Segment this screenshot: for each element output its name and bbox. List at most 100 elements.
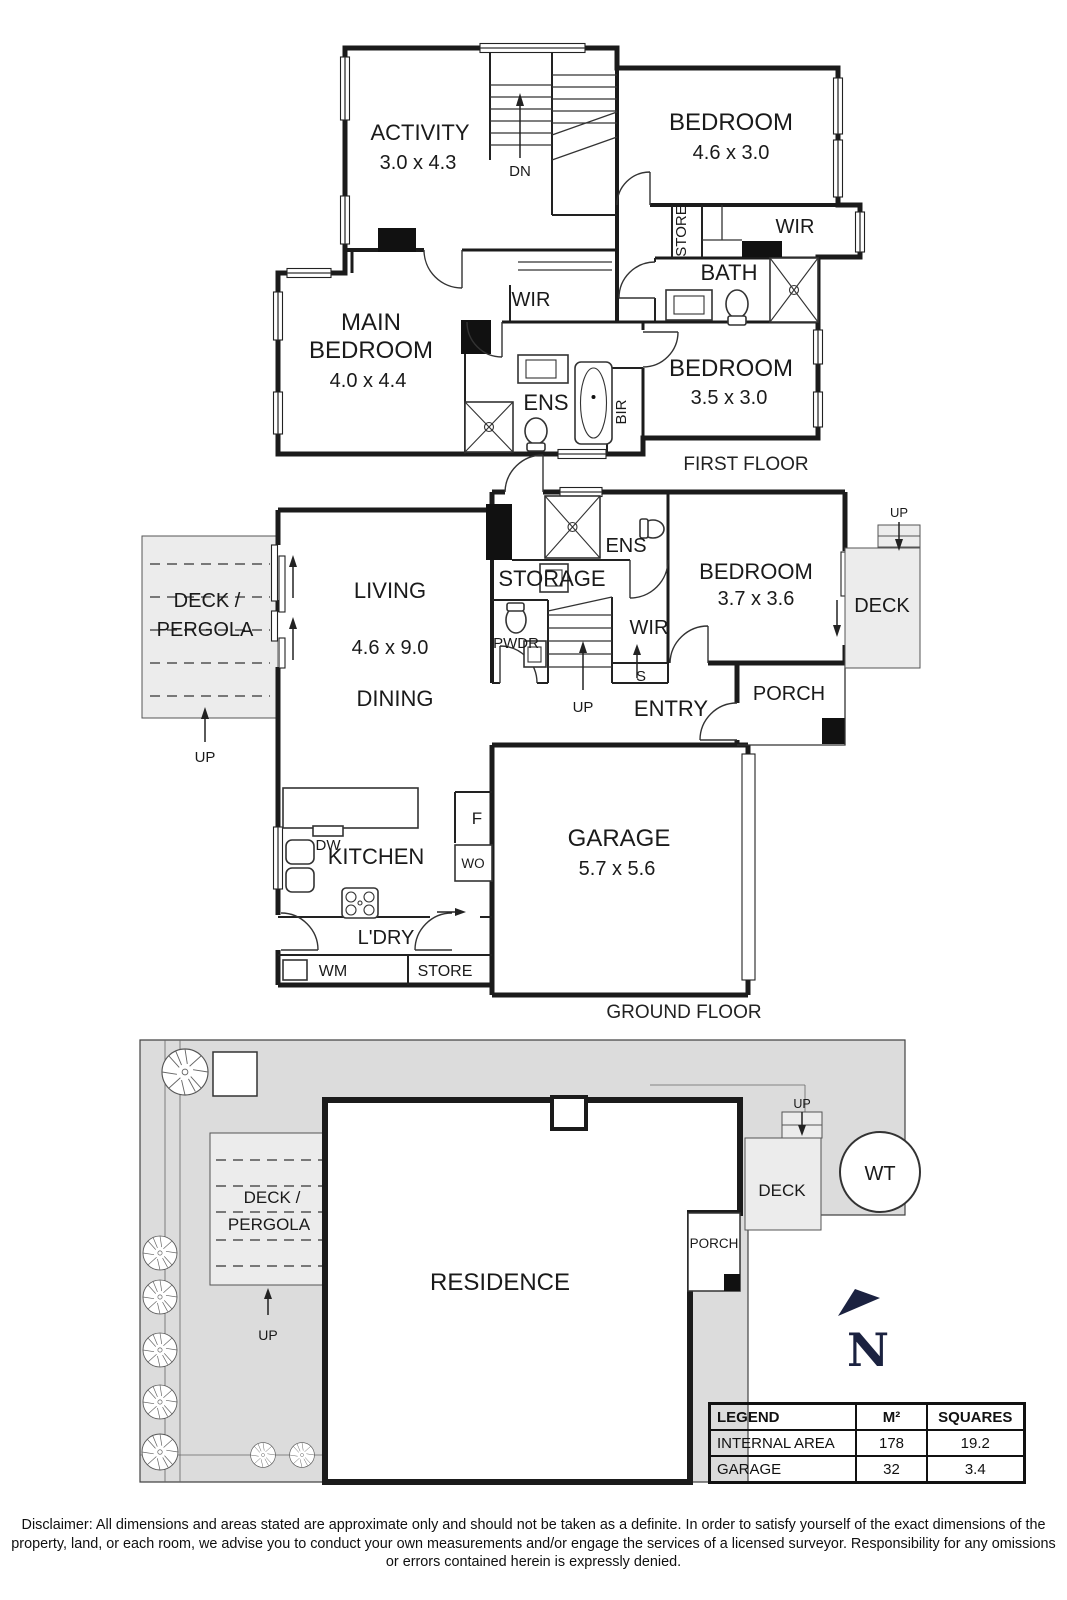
caption-first-floor: FIRST FLOOR bbox=[683, 454, 808, 475]
label-wo: WO bbox=[461, 856, 484, 871]
label-site-deck-up: UP bbox=[793, 1097, 810, 1111]
post bbox=[742, 241, 782, 257]
label-store-ff: STORE bbox=[673, 205, 690, 256]
pwdr-fixtures bbox=[505, 602, 547, 668]
label-main-dims: 4.0 x 4.4 bbox=[330, 370, 407, 392]
label-site-deck: DECK bbox=[758, 1181, 806, 1200]
bath-fixtures bbox=[665, 257, 819, 326]
label-bir: BIR bbox=[613, 399, 630, 424]
label-porch-gf: PORCH bbox=[753, 683, 825, 705]
label-bedroom3-dims: 3.5 x 3.0 bbox=[691, 387, 768, 409]
label-wir-mid: WIR bbox=[512, 289, 551, 311]
legend-header-squares: SQUARES bbox=[925, 1402, 1026, 1431]
label-dn: DN bbox=[509, 163, 531, 180]
label-site-up: UP bbox=[258, 1327, 277, 1343]
label-wir-top: WIR bbox=[776, 216, 815, 238]
ground-floor-stairs bbox=[547, 596, 641, 690]
label-ldry: L'DRY bbox=[358, 927, 415, 949]
first-floor-plan: ACTIVITY 3.0 x 4.3 DN BEDROOM 4.6 x 3.0 … bbox=[272, 42, 866, 475]
post bbox=[378, 228, 416, 252]
label-bedroom-gf-dims: 3.7 x 3.6 bbox=[718, 588, 795, 610]
label-residence: RESIDENCE bbox=[430, 1269, 570, 1296]
north-arrow: N bbox=[838, 1289, 889, 1377]
first-floor-windows bbox=[272, 42, 866, 460]
label-entry: ENTRY bbox=[634, 696, 708, 721]
legend-internal-m2: 178 bbox=[855, 1429, 928, 1457]
label-up-stairs: UP bbox=[573, 699, 594, 716]
first-floor-doors bbox=[423, 171, 679, 368]
label-deckpergola2: PERGOLA bbox=[157, 619, 254, 641]
site-deck bbox=[744, 1137, 822, 1231]
label-ens-ff: ENS bbox=[523, 390, 568, 415]
ground-floor-plan: DECK / PERGOLA UP LIVING 4.6 x 9.0 DININ… bbox=[141, 454, 921, 1023]
first-floor-stairs bbox=[489, 48, 618, 215]
label-dw: DW bbox=[316, 837, 342, 854]
caption-ground-floor: GROUND FLOOR bbox=[606, 1002, 761, 1023]
site-shed bbox=[212, 1051, 258, 1097]
label-living: LIVING bbox=[354, 578, 426, 603]
label-deck-gf: DECK bbox=[854, 595, 910, 617]
pergola-dashes bbox=[150, 563, 270, 697]
label-garage: GARAGE bbox=[568, 825, 671, 852]
legend-table: LEGEND M² SQUARES INTERNAL AREA 178 19.2… bbox=[708, 1402, 1026, 1484]
site-deck-edge bbox=[650, 1084, 806, 1112]
label-s: S bbox=[636, 668, 646, 685]
label-wt: WT bbox=[864, 1163, 895, 1185]
label-ens-gf: ENS bbox=[605, 535, 646, 557]
label-bedroom3: BEDROOM bbox=[669, 355, 793, 382]
label-bedroom2-dims: 4.6 x 3.0 bbox=[693, 142, 770, 164]
legend-garage-label: GARAGE bbox=[708, 1455, 858, 1484]
post bbox=[822, 718, 845, 744]
floorplan-canvas: ACTIVITY 3.0 x 4.3 DN BEDROOM 4.6 x 3.0 … bbox=[139, 42, 921, 1485]
legend-row-garage: GARAGE 32 3.4 bbox=[708, 1455, 1026, 1484]
disclaimer-text: Disclaimer: All dimensions and areas sta… bbox=[11, 1517, 1056, 1571]
label-bath: BATH bbox=[700, 260, 757, 285]
deck-pergola bbox=[141, 535, 279, 719]
legend-row-internal: INTERNAL AREA 178 19.2 bbox=[708, 1429, 1026, 1457]
label-living-dims: 4.6 x 9.0 bbox=[352, 637, 429, 659]
label-garage-dims: 5.7 x 5.6 bbox=[579, 858, 656, 880]
legend-internal-squares: 19.2 bbox=[925, 1429, 1026, 1457]
label-kitchen: KITCHEN bbox=[328, 844, 425, 869]
label-deckpergola1: DECK / bbox=[174, 590, 241, 612]
legend-garage-squares: 3.4 bbox=[925, 1455, 1026, 1484]
site-deck-pergola bbox=[209, 1132, 329, 1286]
ground-ens-fixtures bbox=[539, 495, 665, 593]
legend-internal-label: INTERNAL AREA bbox=[708, 1429, 858, 1457]
label-site-deckpergola2: PERGOLA bbox=[228, 1215, 311, 1234]
legend-header-label: LEGEND bbox=[708, 1402, 858, 1431]
label-site-deckpergola1: DECK / bbox=[244, 1188, 301, 1207]
label-f: F bbox=[472, 809, 482, 828]
site-plan: N DECK / PERGOLA UP RESIDENCE PORCH DECK… bbox=[139, 1039, 921, 1485]
legend-header-m2: M² bbox=[855, 1402, 928, 1431]
label-up-pergola: UP bbox=[195, 749, 216, 766]
label-main2: BEDROOM bbox=[309, 337, 433, 364]
ens-fixtures bbox=[464, 354, 613, 453]
ground-deck bbox=[844, 547, 921, 669]
north-letter: N bbox=[847, 1323, 889, 1377]
label-pwdr: PWDR bbox=[493, 635, 539, 652]
label-site-porch: PORCH bbox=[690, 1236, 739, 1251]
residence-notch bbox=[550, 1095, 588, 1131]
label-store-gf: STORE bbox=[418, 963, 473, 980]
kitchen-fixtures bbox=[282, 787, 493, 981]
label-activity: ACTIVITY bbox=[370, 120, 469, 145]
label-wm: WM bbox=[319, 963, 347, 980]
post bbox=[461, 320, 491, 354]
ground-floor-doors bbox=[280, 454, 738, 951]
porch-outline bbox=[737, 663, 846, 746]
water-tank bbox=[839, 1131, 921, 1213]
label-bedroom-gf: BEDROOM bbox=[699, 559, 813, 584]
label-activity-dims: 3.0 x 4.3 bbox=[380, 152, 457, 174]
label-bedroom2: BEDROOM bbox=[669, 109, 793, 136]
label-dining: DINING bbox=[357, 686, 434, 711]
post bbox=[724, 1274, 740, 1291]
label-main1: MAIN bbox=[341, 309, 401, 336]
label-wir-gf: WIR bbox=[630, 617, 669, 639]
legend-garage-m2: 32 bbox=[855, 1455, 928, 1484]
site-pergola-dashes bbox=[216, 1159, 322, 1267]
label-storage: STORAGE bbox=[498, 566, 605, 591]
legend-header-row: LEGEND M² SQUARES bbox=[708, 1402, 1026, 1431]
label-up-deck: UP bbox=[890, 505, 908, 520]
post bbox=[486, 504, 512, 560]
